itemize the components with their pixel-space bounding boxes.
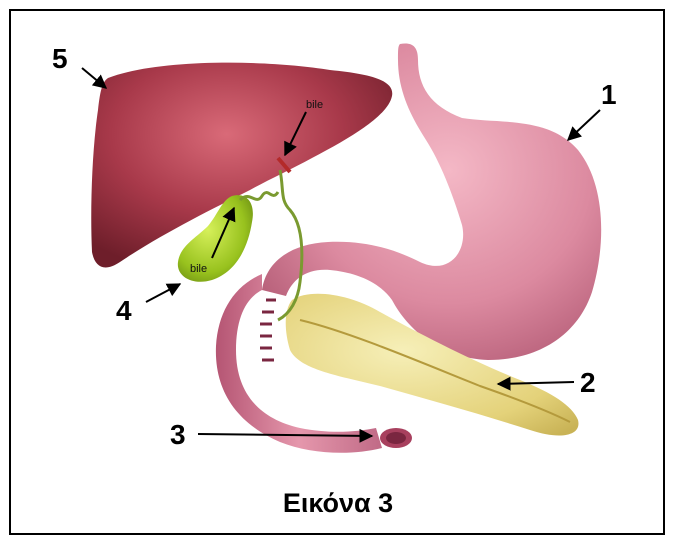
bile-label-liver: bile xyxy=(306,99,323,111)
label-2-pancreas: 2 xyxy=(580,367,596,398)
duodenum-ridges xyxy=(260,300,276,360)
label-4-gallbladder: 4 xyxy=(116,295,132,326)
bile-label-gallbladder: bile xyxy=(190,263,207,275)
label-3-duodenum: 3 xyxy=(170,419,186,450)
label-1-stomach: 1 xyxy=(601,79,617,110)
pointer-arrow-1 xyxy=(568,110,600,140)
figure-caption: Εικόνα 3 xyxy=(0,488,676,519)
pointer-arrow-4 xyxy=(146,284,180,302)
label-5-liver: 5 xyxy=(52,43,68,74)
duodenum-lumen xyxy=(386,432,406,444)
pointer-arrow-5 xyxy=(82,68,106,88)
